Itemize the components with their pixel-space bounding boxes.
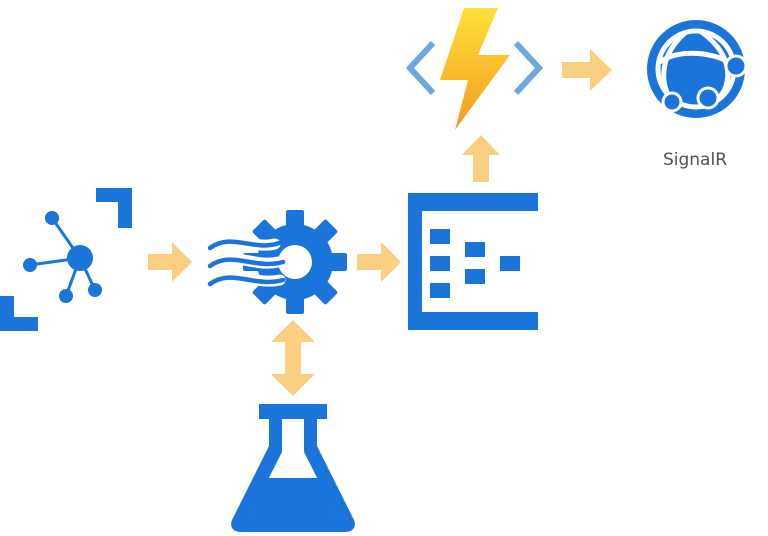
event-hubs-icon	[408, 193, 538, 330]
arrow-eventhubs-to-functions	[462, 135, 500, 182]
signalr-globe-icon	[647, 20, 748, 118]
arrow-stream-ml-bidirectional	[271, 320, 315, 396]
stream-analytics-icon	[200, 210, 347, 314]
signalr-label: SignalR	[662, 150, 728, 170]
arrow-stream-to-eventhubs	[357, 242, 401, 282]
iot-hub-icon	[0, 188, 132, 331]
arrow-functions-to-signalr	[562, 49, 612, 91]
arrow-iothub-to-stream	[148, 242, 192, 282]
machine-learning-flask-icon	[231, 404, 355, 532]
azure-functions-icon	[405, 8, 544, 130]
